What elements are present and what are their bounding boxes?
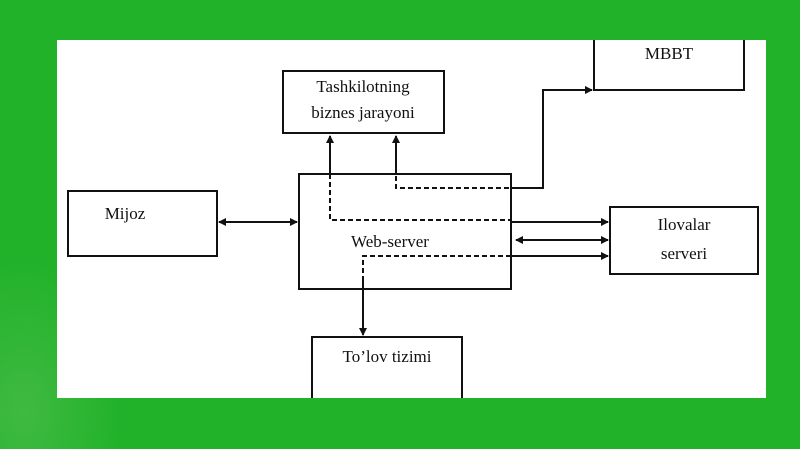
connectors <box>218 86 609 336</box>
mbbt-label: MBBT <box>645 44 694 63</box>
mbbt-box <box>593 40 745 91</box>
node-mbbt: MBBT <box>593 40 745 91</box>
biznes-label-line2: biznes jarayoni <box>311 103 415 122</box>
edge-webserver-mbbt <box>511 86 593 189</box>
ilovalar-label-line2: serveri <box>661 244 708 263</box>
tolov-box <box>311 336 463 398</box>
architecture-diagram: MBBT Tashkilotning biznes jarayoni Mijoz… <box>67 40 759 398</box>
ilovalar-label-line1: Ilovalar <box>658 215 711 234</box>
tolov-label: To’lov tizimi <box>343 347 432 366</box>
diagram-panel: MBBT Tashkilotning biznes jarayoni Mijoz… <box>57 40 766 398</box>
node-tolov-tizimi: To’lov tizimi <box>311 336 463 398</box>
mijoz-box <box>67 190 218 257</box>
mijoz-label: Mijoz <box>105 204 146 223</box>
web-server-box <box>298 173 512 290</box>
web-server-label: Web-server <box>351 232 429 251</box>
node-biznes-jarayoni: Tashkilotning biznes jarayoni <box>282 70 445 134</box>
biznes-label-line1: Tashkilotning <box>316 77 410 96</box>
biznes-box <box>282 70 445 134</box>
node-mijoz: Mijoz <box>67 190 218 257</box>
node-web-server: Web-server <box>298 173 512 290</box>
node-ilovalar-serveri: Ilovalar serveri <box>609 206 759 275</box>
edge-ilovalar-tolov-dashed <box>362 255 511 280</box>
ilovalar-box <box>609 206 759 275</box>
